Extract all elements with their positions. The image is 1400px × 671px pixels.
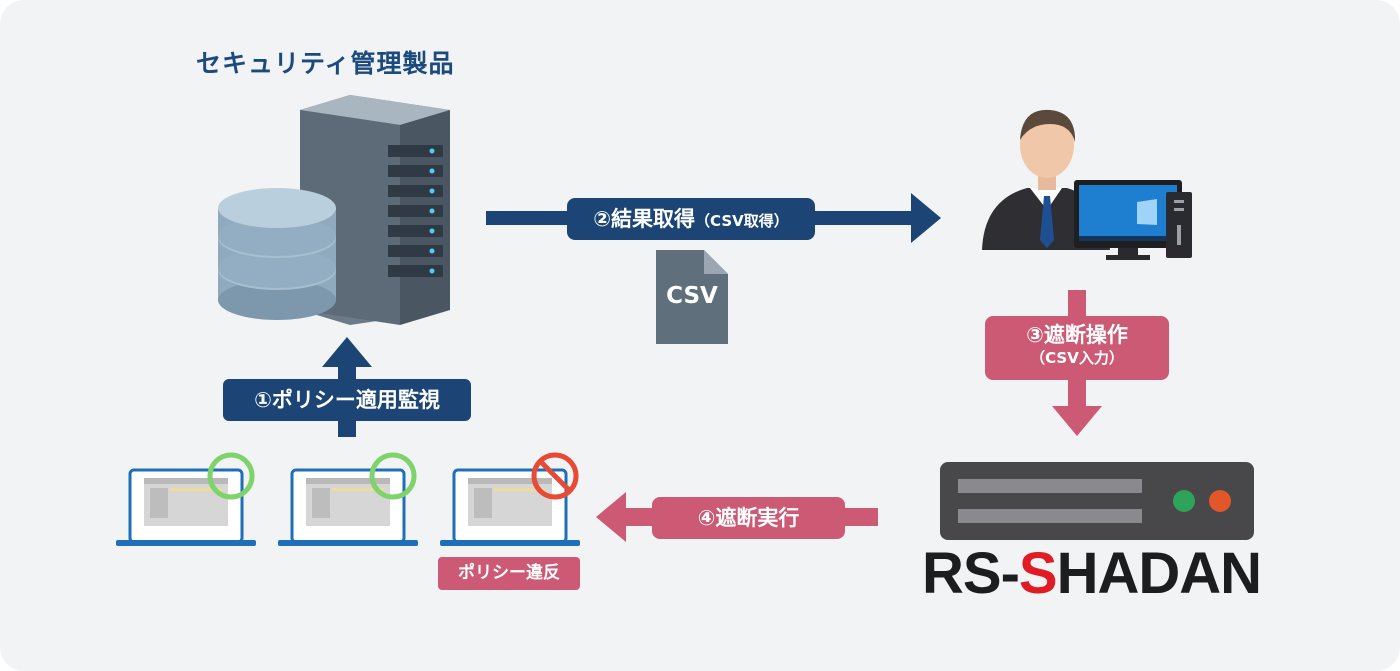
admin-user-icon [982, 109, 1192, 260]
step3-sub-text: （CSV入力） [1030, 349, 1124, 367]
logo-s: S [1018, 541, 1058, 606]
logo-prefix: RS- [922, 541, 1020, 606]
policy-violation-badge: ポリシー違反 [438, 557, 580, 590]
laptop-compliant-2 [278, 452, 418, 546]
prohibited-icon [531, 452, 579, 500]
step2-label: ②結果取得（CSV取得） [567, 198, 815, 240]
diagram-title: セキュリティ管理製品 [196, 49, 455, 78]
laptop-violation [440, 452, 580, 546]
csv-file-icon [656, 250, 728, 344]
step3-label: ③遮断操作 （CSV入力） [985, 316, 1169, 380]
ok-mark-icon [207, 452, 255, 500]
step3-main-text: ③遮断操作 [1026, 323, 1128, 347]
step2-main-text: ②結果取得 [593, 207, 696, 231]
rs-shadan-appliance-icon [940, 462, 1254, 540]
laptop-compliant-1 [116, 452, 256, 546]
step4-label: ④遮断実行 [652, 497, 845, 539]
step2-sub-text: （CSV取得） [695, 212, 789, 230]
step1-label: ①ポリシー適用監視 [223, 379, 471, 421]
ok-mark-icon [369, 452, 417, 500]
logo-suffix: HADAN [1056, 541, 1262, 606]
csv-file-label: CSV [666, 283, 718, 309]
security-server-icon [218, 95, 450, 325]
rs-shadan-logo: RS-SHADAN [922, 540, 1262, 607]
